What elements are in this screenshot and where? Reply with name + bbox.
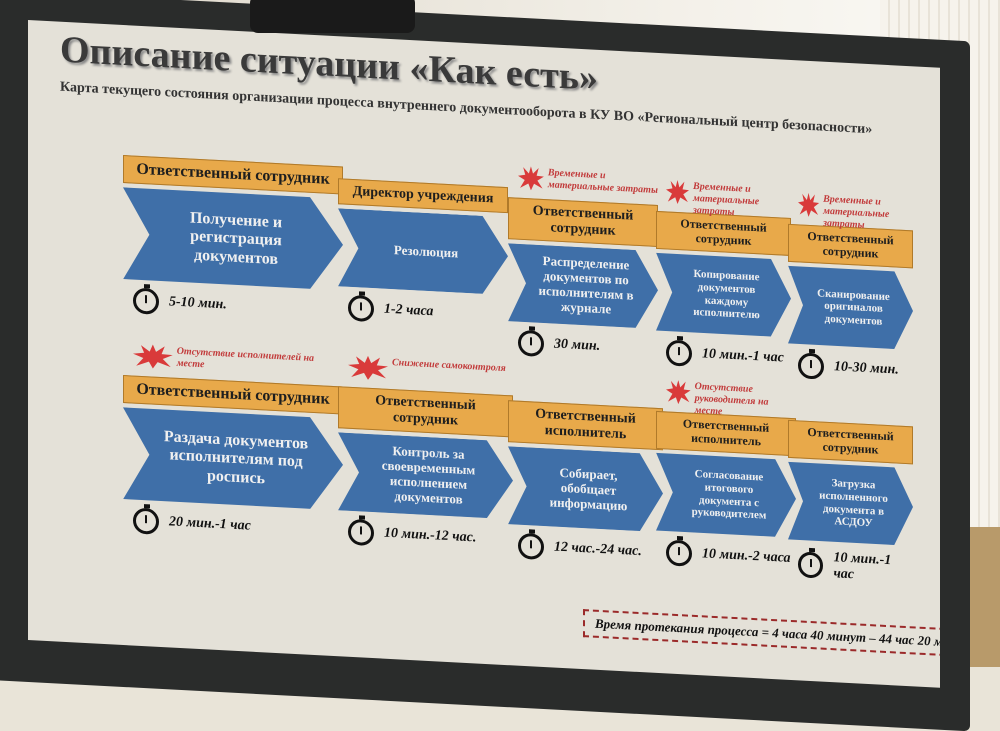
burst-icon xyxy=(133,344,173,370)
process-step: Ответственный исполнитель Собирает, обоб… xyxy=(508,400,663,566)
problem-note-text: Временные и материальные затраты xyxy=(693,180,760,219)
burst-icon xyxy=(666,179,689,204)
step-action: Копирование документов каждому исполните… xyxy=(693,268,760,322)
stopwatch-icon xyxy=(798,351,824,380)
problem-note-text: Временные и материальные затраты xyxy=(823,193,890,231)
problem-note-text: Отсутствие исполнителей на месте xyxy=(176,345,315,371)
webcam xyxy=(250,0,415,33)
step-role: Ответственный сотрудник xyxy=(508,197,658,248)
step-action-chevron: Согласование итогового документа с руков… xyxy=(656,453,796,538)
stopwatch-icon xyxy=(798,550,824,579)
step-time: 10 мин.-1 час xyxy=(788,547,913,586)
step-time-text: 12 час.-24 час. xyxy=(554,539,642,560)
step-time-text: 10 мин.-1 час xyxy=(833,549,892,582)
step-action: Собирает, обобщает информацию xyxy=(549,464,628,514)
step-action: Резолюция xyxy=(393,241,459,261)
problem-note: Отсутствие руководителя на месте xyxy=(666,379,796,422)
step-action: Раздача документов исполнителям под росп… xyxy=(163,427,309,487)
step-action: Сканирование оригиналов документов xyxy=(817,286,890,328)
step-role: Директор учреждения xyxy=(338,178,508,214)
step-time: 10 мин.-12 час. xyxy=(338,518,513,553)
step-time: 10-30 мин. xyxy=(788,351,913,384)
step-time-text: 10-30 мин. xyxy=(834,358,899,378)
problem-note: Временные и материальные затраты xyxy=(666,179,791,222)
stopwatch-icon xyxy=(518,329,544,358)
monitor-screen: Описание ситуации «Как есть» Карта текущ… xyxy=(28,20,940,688)
total-time-box: Время протекания процесса = 4 часа 40 ми… xyxy=(583,609,940,659)
step-action-chevron: Сканирование оригиналов документов xyxy=(788,265,913,350)
process-step: Директор учреждения Резолюция 1-2 часа xyxy=(338,178,508,329)
step-time: 30 мин. xyxy=(508,329,658,363)
step-action: Контроль за своевременным исполнением до… xyxy=(381,443,476,507)
burst-icon xyxy=(348,355,388,381)
problem-note: Временные и материальные затраты xyxy=(798,192,913,234)
step-role: Ответственный сотрудник xyxy=(338,386,513,438)
step-time-text: 10 мин.-1 час xyxy=(702,345,784,366)
stopwatch-icon xyxy=(133,287,159,316)
step-action-chevron: Распределение документов по исполнителям… xyxy=(508,243,658,329)
step-action-chevron: Получение и регистрация документов xyxy=(123,187,343,291)
burst-icon xyxy=(798,192,819,217)
step-action-chevron: Резолюция xyxy=(338,208,508,295)
problem-note: Отсутствие исполнителей на месте xyxy=(133,344,343,379)
stopwatch-icon xyxy=(133,507,159,536)
step-role: Ответственный сотрудник xyxy=(123,374,343,415)
process-step: Ответственный сотрудник Загрузка исполне… xyxy=(788,419,913,586)
stopwatch-icon xyxy=(518,532,544,561)
step-time-text: 10 мин.-12 час. xyxy=(384,525,477,546)
burst-icon xyxy=(666,379,691,404)
stopwatch-icon xyxy=(666,339,692,367)
step-action-chevron: Собирает, обобщает информацию xyxy=(508,446,663,532)
problem-note-text: Временные и материальные затраты xyxy=(547,167,658,197)
stopwatch-icon xyxy=(348,518,374,547)
step-time-text: 1-2 часа xyxy=(384,301,434,320)
step-time: 5-10 мин. xyxy=(123,287,343,325)
step-role: Ответственный сотрудник xyxy=(123,154,343,195)
problem-note: Временные и материальные затраты xyxy=(518,166,658,197)
burst-icon xyxy=(518,166,544,191)
step-time: 20 мин.-1 час xyxy=(123,507,343,545)
stopwatch-icon xyxy=(348,294,374,323)
step-time: 10 мин.-1 час xyxy=(656,339,791,372)
step-role: Ответственный исполнитель xyxy=(508,400,663,451)
problem-note-text: Отсутствие руководителя на месте xyxy=(694,380,769,418)
step-time-text: 5-10 мин. xyxy=(169,294,227,313)
step-time-text: 10 мин.-2 часа xyxy=(702,545,791,566)
step-role: Ответственный сотрудник xyxy=(788,419,913,464)
step-time: 12 час.-24 час. xyxy=(508,532,663,566)
step-action: Получение и регистрация документов xyxy=(189,209,283,268)
step-action: Согласование итогового документа с руков… xyxy=(691,468,767,522)
problem-note: Снижение самоконтроля xyxy=(348,355,506,387)
step-time: 10 мин.-2 часа xyxy=(656,539,796,572)
step-action-chevron: Раздача документов исполнителям под росп… xyxy=(123,407,343,511)
step-action-chevron: Контроль за своевременным исполнением до… xyxy=(338,432,513,519)
step-action-chevron: Копирование документов каждому исполните… xyxy=(656,253,791,338)
process-step: Ответственный сотрудник Получение и реги… xyxy=(123,154,343,325)
step-action: Распределение документов по исполнителям… xyxy=(538,253,634,317)
step-action-chevron: Загрузка исполненного документа в АСДОУ xyxy=(788,461,913,546)
problem-note-text: Снижение самоконтроля xyxy=(392,357,506,375)
step-time-text: 30 мин. xyxy=(554,336,601,355)
stopwatch-icon xyxy=(666,539,692,567)
step-time: 1-2 часа xyxy=(338,294,508,329)
step-time-text: 20 мин.-1 час xyxy=(169,514,251,535)
step-action: Загрузка исполненного документа в АСДОУ xyxy=(819,477,888,530)
